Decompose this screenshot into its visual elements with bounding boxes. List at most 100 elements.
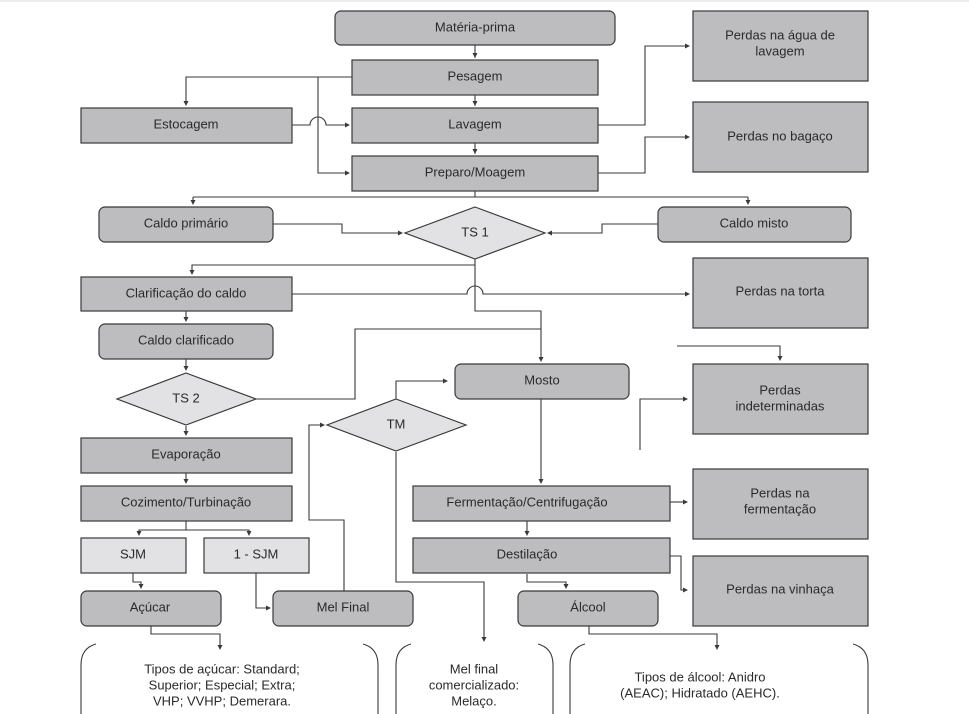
node-label: Preparo/Moagem (425, 164, 525, 179)
node-perdas-agua-lavagem: Perdas na água de lavagem (692, 10, 869, 82)
node-perdas-torta: Perdas na torta (692, 257, 869, 329)
node-destilacao: Destilação (412, 537, 671, 574)
connector-tm-mosto (395, 380, 446, 400)
connector-preparo-split (192, 190, 749, 203)
node-label: Caldo misto (720, 215, 789, 230)
node-acucar: Açúcar (80, 590, 222, 627)
note-bracket-left (80, 643, 97, 714)
node-ts1: TS 1 (403, 206, 547, 260)
connector-lavagem-perdas-agua (598, 45, 688, 126)
node-pesagem: Pesagem (351, 59, 599, 96)
arrowhead (777, 356, 783, 361)
note-line-3: VHP; VVHP; Demerara. (153, 693, 291, 708)
connector-acucar-tipos (150, 626, 221, 648)
arrowhead (183, 479, 189, 484)
note-tipos-alcool: Tipos de álcool: Anidro (AEAC); Hidratad… (569, 643, 869, 714)
note-line-2: (AEAC); Hidratado (AEHC). (620, 685, 780, 700)
arrowhead (745, 200, 751, 205)
node-tm: TM (325, 398, 468, 452)
note-mel-comercializado: Mel final comercializado: Melaço. (395, 643, 554, 714)
arrowheads (136, 43, 783, 650)
node-mel-final: Mel Final (272, 590, 414, 627)
arrowhead (685, 134, 690, 140)
note-line-3: Melaço. (451, 693, 497, 708)
node-alcool: Álcool (517, 590, 659, 627)
node-label-line-2: lavagem (755, 43, 804, 58)
node-label: Açúcar (130, 599, 171, 614)
arrowhead (683, 396, 688, 402)
note-line-2: comercializado: (429, 677, 519, 692)
node-label: Cozimento/Turbinação (121, 494, 251, 509)
node-perdas-bagaco: Perdas no bagaço (692, 101, 869, 173)
arrowhead (481, 637, 487, 642)
node-sjm: SJM (80, 537, 187, 574)
node-label-line-1: Perdas na água de (725, 27, 835, 42)
node-label-line-1: Perdas (759, 382, 801, 397)
node-label: Matéria-prima (435, 19, 516, 34)
node-label: Álcool (570, 599, 606, 614)
note-line-1: Tipos de açúcar: Standard; (144, 661, 300, 676)
note-line-1: Mel final (450, 661, 499, 676)
connector-tm-mel-comercializado (395, 452, 485, 640)
node-label: Evaporação (151, 446, 220, 461)
arrowhead (472, 101, 478, 106)
connector-ts1-mosto (474, 265, 542, 360)
note-tipos-acucar: Tipos de açúcar: Standard; Superior; Esp… (80, 643, 379, 714)
arrowhead (266, 605, 271, 611)
node-perdas-indeterminadas: Perdas indeterminadas (692, 363, 869, 435)
node-label: Clarificação do caldo (126, 285, 247, 300)
node-label: Lavagem (448, 116, 501, 131)
node-fermentacao-centrifugacao: Fermentação/Centrifugação (412, 485, 671, 522)
node-label: TS 1 (461, 224, 488, 239)
node-label: Destilação (497, 546, 558, 561)
node-estocagem: Estocagem (80, 107, 293, 144)
node-lavagem: Lavagem (351, 107, 599, 144)
arrowhead (443, 378, 448, 384)
arrowhead (398, 230, 403, 236)
arrowhead (538, 479, 544, 484)
node-label: Perdas na torta (736, 283, 826, 298)
arrowhead (714, 645, 720, 650)
node-label-line-2: fermentação (744, 501, 816, 516)
connector-perdas-indeterminadas-left (639, 398, 686, 450)
connector-alcool-tipos (588, 626, 718, 648)
note-line-2: Superior; Especial; Extra; (149, 677, 296, 692)
note-bracket-right (852, 643, 869, 714)
note-line-1: Tipos de álcool: Anidro (634, 669, 765, 684)
arrowhead (472, 149, 478, 154)
node-ts2: TS 2 (115, 372, 258, 426)
node-label: 1 - SJM (234, 546, 279, 561)
arrowhead (217, 645, 223, 650)
arrowhead (683, 587, 688, 593)
node-label: Perdas no bagaço (727, 128, 833, 143)
node-preparo-moagem: Preparo/Moagem (351, 155, 599, 192)
node-label-line-2: indeterminadas (736, 398, 825, 413)
node-label: SJM (120, 546, 146, 561)
node-1-menos-sjm: 1 - SJM (203, 537, 310, 574)
node-label: Estocagem (153, 116, 218, 131)
connector-perdas-indeterminadas-top (677, 345, 781, 358)
node-evaporacao: Evaporação (80, 437, 293, 474)
arrowhead (345, 122, 350, 128)
node-perdas-vinhaca: Perdas na vinhaça (692, 555, 869, 627)
connector-ts2-mosto (256, 328, 541, 400)
note-bracket-right (537, 643, 554, 714)
arrowhead (183, 366, 189, 371)
arrowhead (320, 422, 325, 428)
arrowhead (685, 291, 690, 297)
arrowhead (683, 499, 688, 505)
node-label: Perdas na vinhaça (726, 581, 834, 596)
arrowhead (246, 531, 252, 536)
node-label: Pesagem (448, 68, 503, 83)
arrowhead (538, 357, 544, 362)
arrowhead (189, 270, 195, 275)
arrowhead (136, 531, 142, 536)
node-label: TM (387, 416, 406, 431)
connector-destilacao-perdas-vinhaca (670, 555, 686, 591)
arrowhead (472, 53, 478, 58)
note-bracket-left (569, 643, 586, 714)
connector-1sjm-melfinal (255, 573, 268, 609)
node-caldo-misto: Caldo misto (657, 206, 852, 243)
connectors (132, 45, 781, 648)
